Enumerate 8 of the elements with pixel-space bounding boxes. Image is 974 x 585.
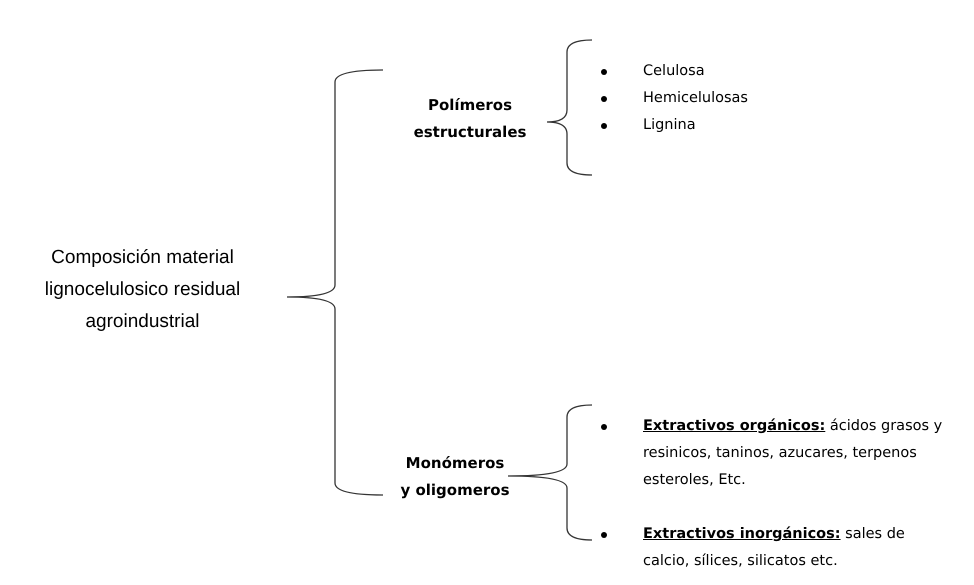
root-topic: Composición material lignocelulosico residual agroindustrial (0, 242, 285, 338)
category-heading: Monómeros y oligomeros (400, 450, 510, 504)
list-item: Celulosa (643, 58, 933, 85)
list-item: Extractivos inorgánicos: sales de calcio, sílices, silicatos etc. (643, 521, 943, 575)
list-item: Hemicelulosas (643, 85, 933, 112)
category-heading: Polímeros estructurales (395, 92, 545, 146)
list-item: Extractivos orgánicos: ácidos grasos y resinicos, taninos, azucares, terpenos esteroles, Etc. (643, 413, 943, 494)
list-item: Lignina (643, 112, 933, 139)
